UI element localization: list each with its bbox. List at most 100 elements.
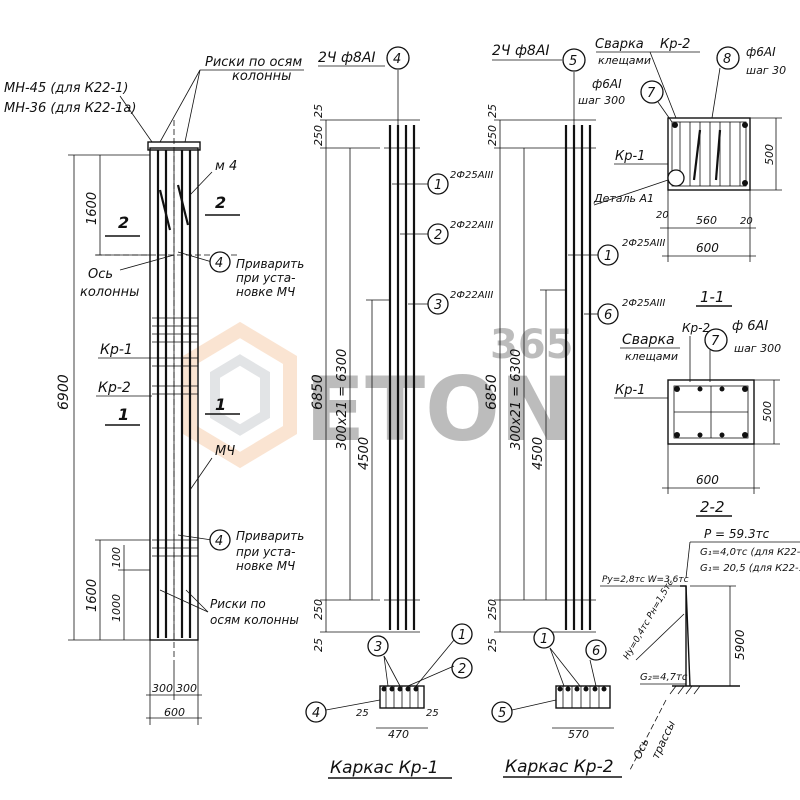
s11-dim-600: 600 [696,473,719,487]
section-1-left: 1 [118,405,129,424]
cage-kr1: 2Ч ф8АI 4 25 250 6850 300x21 = 6300 4500… [305,46,493,779]
section-1-1: 1-1 Сварка клещами Кр-2 7 ф 6АI шаг 300 … [614,288,781,517]
cage1-dim-top250: 250 [312,125,325,146]
s11-title: 1-1 [700,288,725,306]
svg-text:25: 25 [356,708,369,719]
cage2-bar-1 [597,244,619,266]
svg-text:6: 6 [592,644,600,659]
note-weld-top-l1: Приварить [236,257,304,271]
s22-dim-500: 500 [763,144,776,165]
dim-total-height: 6900 [56,374,72,410]
note-mn36: МН-36 (для К22-1а) [4,101,136,116]
s22-dim-600: 600 [696,241,719,255]
load-G1b: G₁= 20,5 (для К22-1 [700,563,800,574]
svg-text:4: 4 [393,52,401,67]
watermark-logo-icon [183,321,297,469]
svg-text:4: 4 [312,706,320,721]
cage2-section-callout-5 [491,701,513,723]
svg-text:2: 2 [458,662,466,677]
cage2-section-callout-6 [585,639,607,661]
s11-dim-500: 500 [761,401,774,422]
s22-kr1: Кр-1 [615,149,645,164]
note-risks-top-l2: колонны [232,69,291,84]
svg-text:1: 1 [604,249,612,264]
s22-callout-7-l1: ф6АI [592,77,622,91]
section-2-left: 2 [118,213,129,232]
dim-300-right: 300 [176,682,197,695]
s22-callout-8-l1: ф6АI [746,45,776,59]
dim-300-left: 300 [152,682,173,695]
s22-weld-l2: Кр-2 [660,37,690,52]
load-diagram: P = 59.3тс G₁=4,0тс (для К22-1 G₁= 20,5 … [600,527,800,771]
cage2-bar-6 [597,303,619,325]
section-2-right: 2 [215,193,226,212]
dim-600: 600 [164,706,185,719]
svg-text:7: 7 [647,86,656,101]
cage2-section [555,685,611,709]
svg-text:25: 25 [426,708,439,719]
cage1-section-callout-2 [451,657,473,679]
cage1-dim-bot250: 250 [312,599,325,620]
note-weld-bot-l1: Приварить [236,529,304,543]
s11-weld-l2: клещами [625,350,678,363]
s22-dim-20a: 20 [656,210,669,221]
svg-text:3: 3 [374,640,382,655]
cage1-section-callout-3 [367,635,389,657]
cage2-top-label: 2Ч ф8АI [492,43,550,59]
label-kr1: Кр-1 [100,342,133,358]
svg-text:5: 5 [569,54,577,69]
svg-text:1: 1 [458,628,466,643]
dim-top-1600: 1600 [85,192,100,225]
cage1-bar-2 [427,223,449,245]
s11-kr2: Кр-2 [682,321,710,335]
svg-text:4: 4 [215,256,223,271]
s22-callout-7 [640,80,664,104]
cage2-dim-top25: 25 [486,104,499,118]
cage2-title: Каркас Кр-2 [505,757,614,777]
note-m4-top: м 4 [215,159,237,174]
cage1-bar-3-label: 2Ф22АIII [450,290,493,301]
cage2-dim-step: 300x21 = 6300 [509,349,524,450]
cage2-dim-570: 570 [568,728,589,741]
cage1-bar-3 [427,293,449,315]
label-kr2: Кр-2 [98,380,131,396]
cage2-dim-top250: 250 [486,125,499,146]
svg-text:1: 1 [540,632,548,647]
svg-text:1: 1 [434,178,442,193]
note-risks-top-l1: Риски по осям [205,55,302,70]
svg-text:5: 5 [498,706,506,721]
s11-callout-7 [704,328,728,352]
cage1-bar-1-label: 2Ф25АIII [450,170,493,181]
s11-kr1: Кр-1 [615,383,645,398]
cage1-callout-4 [386,46,410,70]
cage-kr2: 2Ч ф8АI 5 25 250 6850 300x21 = 6300 4500… [484,43,665,778]
svg-text:7: 7 [711,334,720,349]
cage1-bar-1 [427,173,449,195]
cage2-section-callout-1 [533,627,555,649]
s22-outline [667,117,751,191]
note-weld-top-l3: новке МЧ [236,285,295,299]
cage2-dim-bot25: 25 [486,638,499,652]
s22-detail-a1: Деталь А1 [593,192,654,205]
callout-4-top [209,251,231,273]
dim-1000: 1000 [110,594,123,622]
s11-callout-7-l2: шаг 300 [734,342,781,355]
svg-text:3: 3 [434,298,442,313]
load-axis-l1: Ось [631,737,652,762]
cage1-title: Каркас Кр-1 [330,758,439,778]
s22-dim-20b: 20 [740,216,753,227]
dim-100: 100 [110,547,123,568]
s22-callout-8 [716,46,740,70]
note-mch-bottom: МЧ [215,444,235,459]
cage1-section-callout-1 [451,623,473,645]
note-risks-bot-l1: Риски по [210,597,266,611]
section-1-right: 1 [215,395,226,414]
column-elevation: 6900 1600 1600 100 1000 300 300 600 МН-4… [4,55,304,725]
section-2-2: Сварка Кр-2 клещами 8 ф6АI шаг 30 ф6АI ш… [578,37,786,262]
cage1-section-callout-4 [305,701,327,723]
load-Py: Pу=2,8тс W=3,6тс [602,575,689,585]
dim-bottom-1600: 1600 [85,579,100,612]
note-risks-bot-l2: осям колонны [210,613,299,627]
cage1-dim-step: 300x21 = 6300 [335,349,350,450]
load-G2: G₂=4,7тс [640,672,688,683]
